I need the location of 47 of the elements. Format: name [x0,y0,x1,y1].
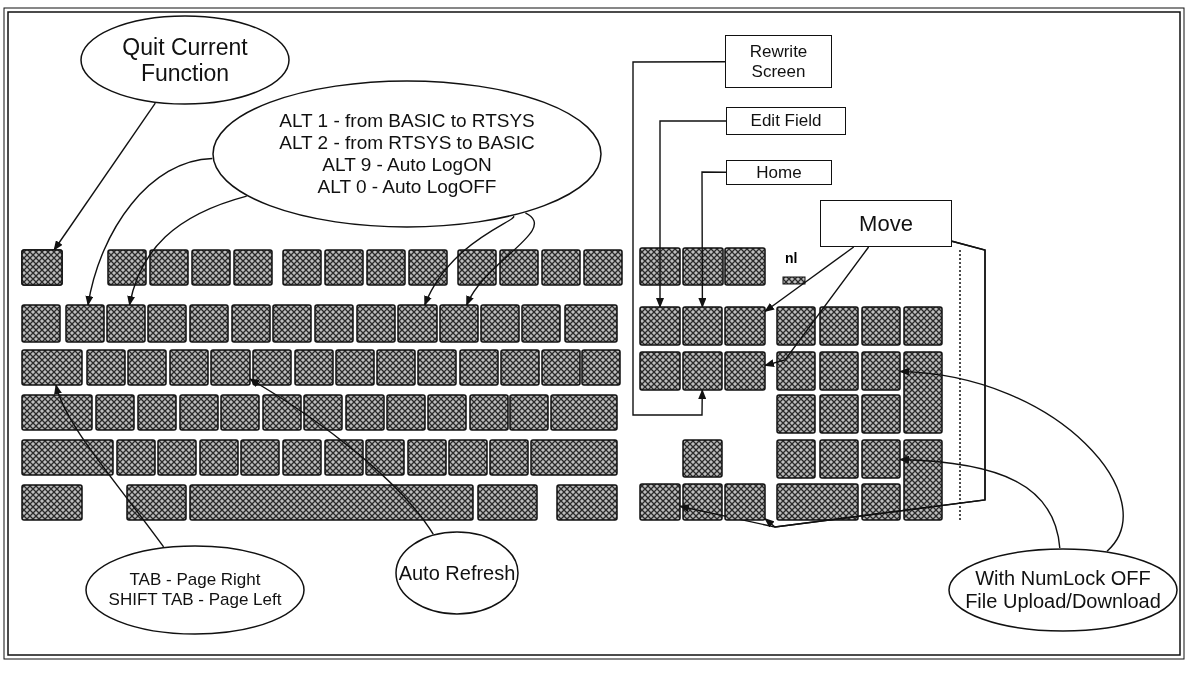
callout-bubble [948,548,1178,632]
callout-text: Rewrite Screen [748,41,809,82]
callout-text: ALT 9 - Auto LogON [322,154,492,176]
arrow [764,246,855,313]
keyboard-key [682,351,723,391]
callout-text: ALT 2 - from RTSYS to BASIC [279,132,535,154]
keyboard-key [724,483,766,521]
keyboard-key [724,351,766,391]
arrow [53,102,156,251]
indicator-label: nl [785,250,798,266]
callout-bubble [212,80,602,228]
callout-text: Edit Field [750,111,822,131]
keyboard-key [210,349,251,386]
callout-box [725,35,832,88]
keyboard-key [724,306,766,346]
callout-text: Quit Current Function [121,33,249,87]
callout-box [726,160,832,185]
keyboard-key [65,304,105,343]
callout-text: Auto Refresh [398,561,516,585]
callout-box [726,107,846,135]
arrow [764,240,986,528]
keyboard-key [682,306,723,346]
keyboard-key [861,439,901,479]
arrow [632,61,726,416]
callout-text: File Upload/Download [965,590,1161,613]
arrow [127,195,248,306]
callout-bubble [85,545,305,635]
callout-text: SHIFT TAB - Page Left [108,590,282,610]
callout-text: Move [859,210,913,237]
callout-text: TAB - Page Right [129,570,261,590]
keyboard-key [439,304,479,343]
arrow [85,157,214,306]
keyboard-key [397,304,438,343]
callout-bubble [80,15,290,105]
callout-text: Home [756,162,802,183]
keyboard-key [639,483,681,521]
callout-text: ALT 1 - from BASIC to RTSYS [279,110,535,133]
keyboard-key [21,349,83,386]
keyboard-key [861,351,901,391]
arrow [656,120,727,308]
callout-text: ALT 0 - Auto LogOFF [317,175,497,198]
callout-text: With NumLock OFF [975,567,1151,590]
callout-bubble [395,531,519,615]
keyboard-key [21,249,63,286]
keyboard-key [106,304,146,343]
keyboard-key [639,306,681,346]
callout-box [820,200,952,247]
